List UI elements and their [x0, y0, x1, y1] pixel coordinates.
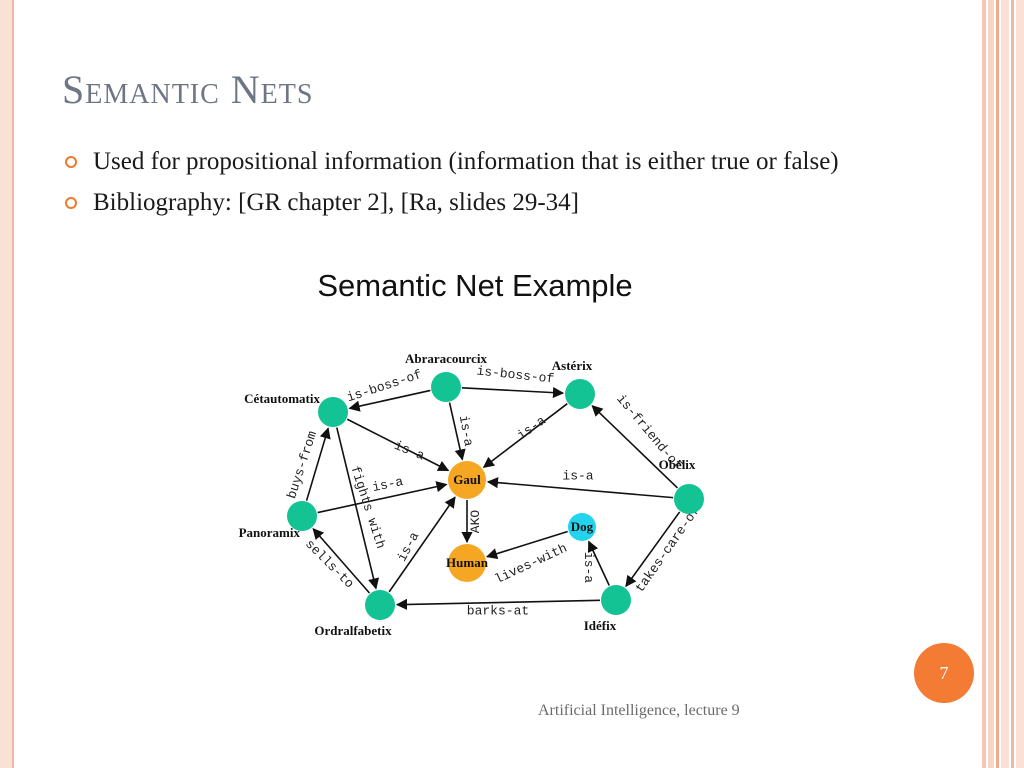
- node-label-cetautomatix: Cétautomatix: [244, 391, 320, 406]
- edge-label: is-a: [392, 438, 427, 464]
- edge-label: is-a: [371, 474, 405, 495]
- edge-label: is-a: [394, 529, 422, 564]
- bullet-icon: [65, 156, 77, 168]
- node-dog: [568, 513, 596, 541]
- slide-title: Semantic Nets: [62, 67, 314, 112]
- node-gaul: [448, 461, 486, 499]
- diagram-title: Semantic Net Example: [317, 268, 632, 303]
- right-stripe: [996, 0, 999, 768]
- right-stripe: [982, 0, 986, 768]
- edge-label: sells-to: [302, 537, 357, 592]
- edge-label: is-a: [456, 414, 476, 448]
- edge-obelix-gaul: [486, 477, 674, 499]
- node-abraracourcix: [431, 372, 461, 402]
- nodes-layer: Abraracourcix AstérixCétautomatixObélixPa…: [239, 351, 704, 638]
- bullet-item: Used for propositional information (info…: [62, 145, 842, 178]
- node-cetautomatix: [318, 397, 348, 427]
- edge-label: is-boss-of: [345, 367, 424, 405]
- edge-ordralfabetix-gaul: [388, 496, 456, 593]
- edge-label: lives-with: [492, 541, 569, 588]
- node-label-dog: Dog: [571, 519, 594, 534]
- node-label-obelix: Obélix: [659, 457, 696, 472]
- node-human: [448, 544, 486, 582]
- edge-label: takes-care-of: [632, 504, 702, 596]
- bullet-text: Bibliography: [GR chapter 2], [Ra, slide…: [93, 189, 580, 216]
- bullet-list: Used for propositional information (info…: [62, 145, 842, 227]
- right-stripe: [1016, 0, 1024, 768]
- right-stripe: [988, 0, 994, 768]
- edge-abraracourcix-gaul: [448, 402, 466, 461]
- page-number-badge: 7: [914, 643, 974, 703]
- edge-label: barks-at: [467, 604, 529, 619]
- node-ordralfabetix: [365, 590, 395, 620]
- edge-cetautomatix-gaul: [346, 418, 450, 472]
- edge-label: is-a: [581, 552, 596, 583]
- edge-label: is-boss-of: [476, 363, 555, 386]
- edge-cetautomatix-ordralfabetix: [336, 427, 380, 590]
- edge-ordralfabetix-panoramix: [312, 527, 371, 594]
- node-label-gaul: Gaul: [453, 472, 481, 487]
- node-label-abraracourcix: Abraracourcix: [405, 351, 488, 366]
- edge-obelix-idefix: [625, 511, 681, 588]
- node-asterix: [565, 379, 595, 409]
- node-label-asterix: Astérix: [552, 358, 593, 373]
- bullet-icon: [65, 197, 77, 209]
- node-label-human: Human: [446, 555, 489, 570]
- edge-abraracourcix-cetautomatix: [348, 389, 431, 412]
- edge-label: is-a: [514, 413, 548, 443]
- node-label-ordralfabetix: Ordralfabetix: [314, 623, 392, 638]
- slide-footer: Artificial Intelligence, lecture 9: [538, 702, 740, 719]
- edge-idefix-ordralfabetix: [395, 598, 601, 611]
- left-border: [0, 0, 12, 768]
- node-obelix: [674, 484, 704, 514]
- edge-panoramix-cetautomatix: [305, 427, 331, 501]
- right-stripe: [1001, 0, 1009, 768]
- semantic-net-diagram: Semantic Net Example is-boss-of is-boss-o…: [239, 268, 704, 638]
- bullet-item: Bibliography: [GR chapter 2], [Ra, slide…: [62, 186, 842, 219]
- right-stripe: [1011, 0, 1014, 768]
- edge-abraracourcix-asterix: [461, 386, 565, 399]
- node-label-idefix: Idéfix: [584, 618, 617, 633]
- node-idefix: [601, 585, 631, 615]
- node-panoramix: [287, 501, 317, 531]
- edge-label: buys-from: [284, 429, 320, 501]
- node-label-panoramix: Panoramix: [239, 525, 301, 540]
- edge-asterix-gaul: [482, 403, 568, 468]
- edge-dog-human: [485, 530, 568, 560]
- bullet-text: Used for propositional information (info…: [93, 148, 839, 175]
- edge-panoramix-gaul: [317, 481, 448, 514]
- edge-label: is-a: [562, 469, 593, 484]
- edge-label: AKO: [468, 510, 483, 534]
- edge-idefix-dog: [587, 540, 610, 586]
- left-border-line: [12, 0, 14, 768]
- edge-obelix-asterix: [591, 405, 679, 489]
